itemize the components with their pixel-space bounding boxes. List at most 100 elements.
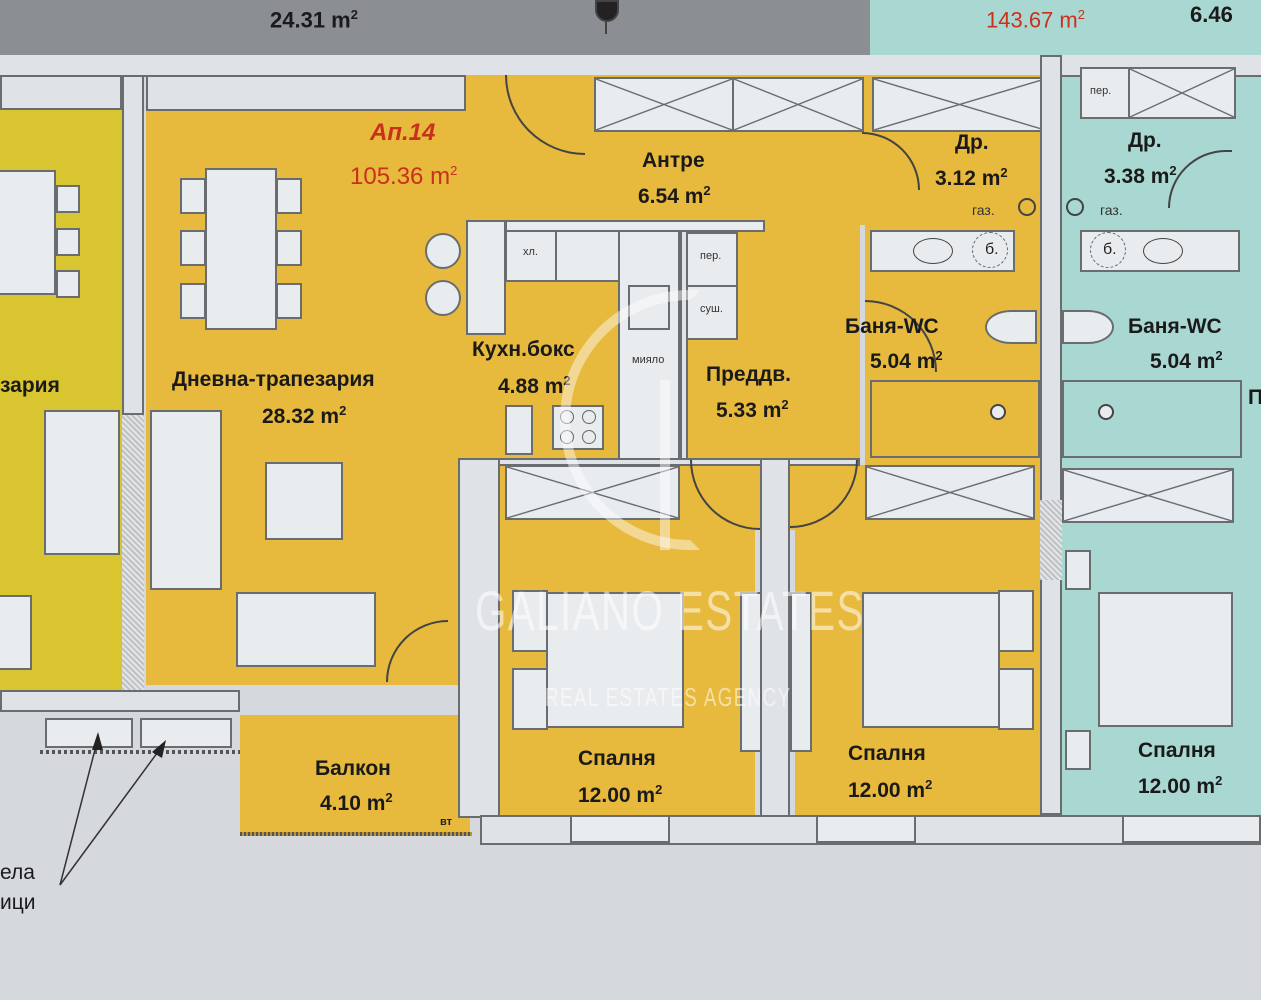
neighbor-nightstand	[1065, 550, 1091, 590]
wardrobe-entrance-1	[594, 77, 734, 132]
living-sofa	[150, 410, 222, 590]
dining-chair	[276, 178, 302, 214]
apartment-title: Ап.14	[370, 119, 436, 146]
planter-box	[45, 718, 133, 748]
balcony-railing	[240, 832, 472, 836]
annotation-line-2: ици	[0, 891, 36, 914]
room-area-balcony: 4.10 m2	[320, 790, 393, 815]
top-gray-area	[0, 0, 870, 55]
top-left-area-label: 24.31 m2	[270, 7, 358, 33]
neighbor-armchair	[0, 595, 32, 670]
column-hatch-right	[1040, 500, 1062, 580]
wardrobe-bedroom-2	[865, 465, 1035, 520]
neighbor-bathroom-area: 5.04 m2	[1150, 348, 1223, 373]
wall-bedroom-divider	[760, 458, 790, 818]
compass-icon	[595, 0, 619, 22]
dining-chair	[180, 283, 206, 319]
washbasin-icon	[913, 238, 953, 264]
room-area-kitchen: 4.88 m2	[498, 373, 571, 398]
room-area-entrance: 6.54 m2	[638, 183, 711, 208]
dining-chair	[276, 283, 302, 319]
watermark-tagline: REAL ESTATES AGENCY	[545, 682, 792, 712]
neighbor-washer: пер.	[1080, 67, 1130, 119]
nightstand	[512, 590, 548, 652]
neighbor-bedroom-area: 12.00 m2	[1138, 773, 1223, 798]
room-area-bedroom-1: 12.00 m2	[578, 782, 663, 807]
room-label-bedroom-2: Спалня	[848, 742, 926, 765]
party-wall-left	[122, 75, 144, 415]
gas-meter-icon	[1066, 198, 1084, 216]
wardrobe-entrance-2	[732, 77, 864, 132]
room-label-kitchen: Кухн.бокс	[472, 338, 575, 361]
annotation-arrows-icon	[59, 732, 166, 886]
gas-label-right: газ.	[1100, 202, 1123, 218]
kitchen-upper-cabinet	[555, 230, 620, 282]
room-label-storage: Др.	[955, 131, 989, 154]
neighbor-left-window	[0, 75, 122, 110]
top-right-area-label: 143.67 m2	[986, 7, 1085, 33]
wardrobe-storage	[872, 77, 1047, 132]
column-hatch	[122, 415, 144, 695]
living-window	[146, 75, 466, 111]
neighbor-top-teal-area	[870, 0, 1261, 55]
neighbor-dining-table	[0, 170, 56, 295]
living-sofa-2	[236, 592, 376, 667]
neighbor-bedroom-wardrobe	[1062, 468, 1234, 523]
balcony	[240, 715, 470, 835]
neighbor-storage-label: Др.	[1128, 129, 1162, 152]
balcony-tag: вт	[440, 816, 453, 828]
kitchen-fridge: хл.	[505, 230, 557, 282]
neighbor-nightstand	[1065, 730, 1091, 770]
room-area-hallway: 5.33 m2	[716, 397, 789, 422]
room-area-bedroom-2: 12.00 m2	[848, 777, 933, 802]
party-wall-right	[1040, 55, 1062, 815]
kitchen-bar-counter	[466, 220, 506, 335]
compass-needle-icon	[605, 20, 607, 34]
neighbor-bathtub	[1062, 380, 1242, 458]
gas-meter-icon	[1018, 198, 1036, 216]
planter-box	[140, 718, 232, 748]
boiler-icon: б.	[972, 232, 1008, 268]
watermark-brand: GALIANO ESTATES	[475, 579, 865, 642]
nightstand	[998, 590, 1034, 652]
bed-2	[862, 592, 1000, 728]
bedroom-door-panel	[790, 592, 812, 752]
coffee-table	[265, 462, 343, 540]
toilet-icon	[985, 310, 1037, 344]
neighbor-wardrobe	[1128, 67, 1236, 119]
shower-fixture-icon	[990, 404, 1006, 420]
room-label-living: Дневна-трапезария	[172, 368, 375, 391]
top-far-right-area-label: 6.46	[1190, 2, 1233, 27]
window-sill	[570, 815, 670, 843]
bar-stool	[425, 233, 461, 269]
dining-chair	[276, 230, 302, 266]
window-sill	[1122, 815, 1261, 843]
neighbor-sofa	[44, 410, 120, 555]
nightstand	[512, 668, 548, 730]
neighbor-left-room-label: зария	[0, 374, 60, 397]
neighbor-storage-area: 3.38 m2	[1104, 163, 1177, 188]
room-area-living: 28.32 m2	[262, 403, 347, 428]
annotation-line-1: ела	[0, 861, 35, 884]
room-label-bedroom-1: Спалня	[578, 747, 656, 770]
room-label-balcony: Балкон	[315, 757, 391, 780]
corridor-wall	[0, 55, 1261, 77]
dining-chair	[180, 230, 206, 266]
window-sill	[816, 815, 916, 843]
toilet-icon	[1062, 310, 1114, 344]
washer: пер.	[686, 232, 738, 287]
room-label-bathroom: Баня-WC	[845, 315, 939, 338]
room-label-hallway: Преддв.	[706, 363, 792, 386]
bedroom-door-panel	[740, 592, 762, 752]
bed-1	[546, 592, 684, 728]
facade-wall	[0, 690, 240, 712]
neighbor-chair	[56, 270, 80, 298]
neighbor-bathroom-label: Баня-WC	[1128, 315, 1222, 338]
neighbor-chair	[56, 228, 80, 256]
kitchen-oven	[505, 405, 533, 455]
boiler-icon: б.	[1090, 232, 1126, 268]
watermark-logo-bar-icon	[660, 380, 670, 550]
nightstand	[998, 668, 1034, 730]
neighbor-bedroom-label: Спалня	[1138, 739, 1216, 762]
bathtub	[870, 380, 1040, 458]
